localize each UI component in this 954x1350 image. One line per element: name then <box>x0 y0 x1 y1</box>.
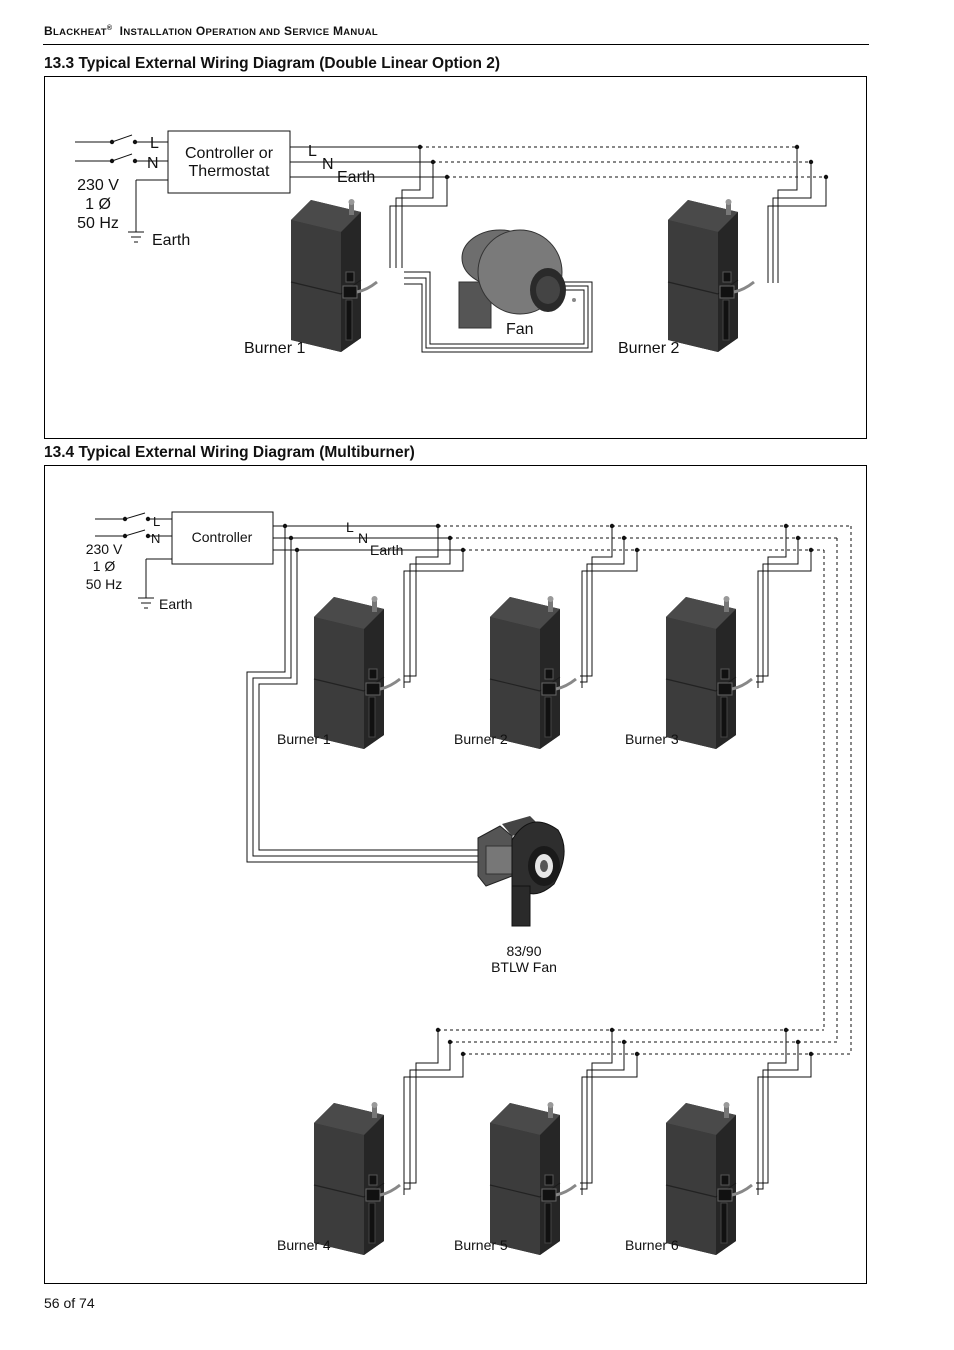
header-word: I <box>119 24 124 38</box>
earth-label: Earth <box>152 232 190 249</box>
diagram-frame-double-linear <box>44 76 867 439</box>
section-title-multiburner: 13.4 Typical External Wiring Diagram (Mu… <box>44 444 415 461</box>
fan-label-line1: 83/90 <box>506 943 541 959</box>
burner-label: Burner 1 <box>277 731 331 747</box>
header-word-rest: ANUAL <box>343 27 379 38</box>
out-l-label-2: L <box>346 519 354 535</box>
burner-5-unit-2 <box>488 1100 578 1257</box>
supply-n-label-2: N <box>151 531 160 546</box>
header-word-rest: PERATION AND <box>205 27 281 38</box>
out-n-label: N <box>322 156 334 173</box>
out-earth-label-2: Earth <box>370 542 403 558</box>
section-title-double-linear: 13.3 Typical External Wiring Diagram (Do… <box>44 55 501 72</box>
manual-header: BLACKHEAT® INSTALLATION OPERATION AND SE… <box>44 24 378 38</box>
fan-unit <box>458 229 576 329</box>
voltage-label: 230 V <box>77 177 119 194</box>
burner-2-label: Burner 2 <box>618 340 679 357</box>
burner-2-unit <box>666 197 756 354</box>
btlw-fan-unit <box>477 816 565 927</box>
header-rule <box>43 44 869 45</box>
registered-mark: ® <box>106 25 113 32</box>
out-l-label: L <box>308 143 317 160</box>
header-word: M <box>332 24 344 38</box>
burner-1-label: Burner 1 <box>244 340 305 357</box>
burner-1-unit-2 <box>312 594 402 751</box>
controller-label-line1: Controller or <box>185 145 274 162</box>
burner-4-unit-2 <box>312 1100 402 1257</box>
supply-l-label: L <box>150 135 159 152</box>
diagram-frame-multiburner <box>44 465 867 1284</box>
burner-label: Burner 5 <box>454 1237 508 1253</box>
burner-label: Burner 6 <box>625 1237 679 1253</box>
fan-label-line2: BTLW Fan <box>491 959 557 975</box>
header-word: O <box>195 24 206 38</box>
brand-initial: B <box>44 24 53 38</box>
out-n-label-2: N <box>358 530 368 546</box>
frequency-label: 50 Hz <box>77 215 119 232</box>
multiburner-diagram: L N 230 V 1 Ø 50 Hz Earth Controller L N… <box>86 511 852 1257</box>
fan-label: Fan <box>506 321 534 338</box>
header-word: S <box>284 24 293 38</box>
supply-l-label-2: L <box>153 514 160 529</box>
burner-1-unit <box>289 197 379 354</box>
earth-label-2: Earth <box>159 596 192 612</box>
burner-label: Burner 3 <box>625 731 679 747</box>
header-word-rest: NSTALLATION <box>123 27 193 38</box>
frequency-label-2: 50 Hz <box>86 576 123 592</box>
supply-n-label: N <box>147 155 159 172</box>
double-linear-diagram: L N 230 V 1 Ø 50 Hz Earth Controller or … <box>75 130 829 357</box>
burner-2-unit-2 <box>488 594 578 751</box>
burner-3-unit-2 <box>664 594 754 751</box>
phase-label: 1 Ø <box>85 196 111 213</box>
voltage-label-2: 230 V <box>86 541 123 557</box>
controller-label-line2: Thermostat <box>189 163 270 180</box>
brand-rest: LACKHEAT <box>52 27 107 38</box>
burner-label: Burner 4 <box>277 1237 331 1253</box>
controller-label-2: Controller <box>192 529 253 545</box>
page-number: 56 of 74 <box>44 1295 95 1311</box>
out-earth-label: Earth <box>337 169 375 186</box>
phase-label-2: 1 Ø <box>93 558 116 574</box>
header-word-rest: ERVICE <box>292 27 330 38</box>
burner-label: Burner 2 <box>454 731 508 747</box>
burner-6-unit-2 <box>664 1100 754 1257</box>
